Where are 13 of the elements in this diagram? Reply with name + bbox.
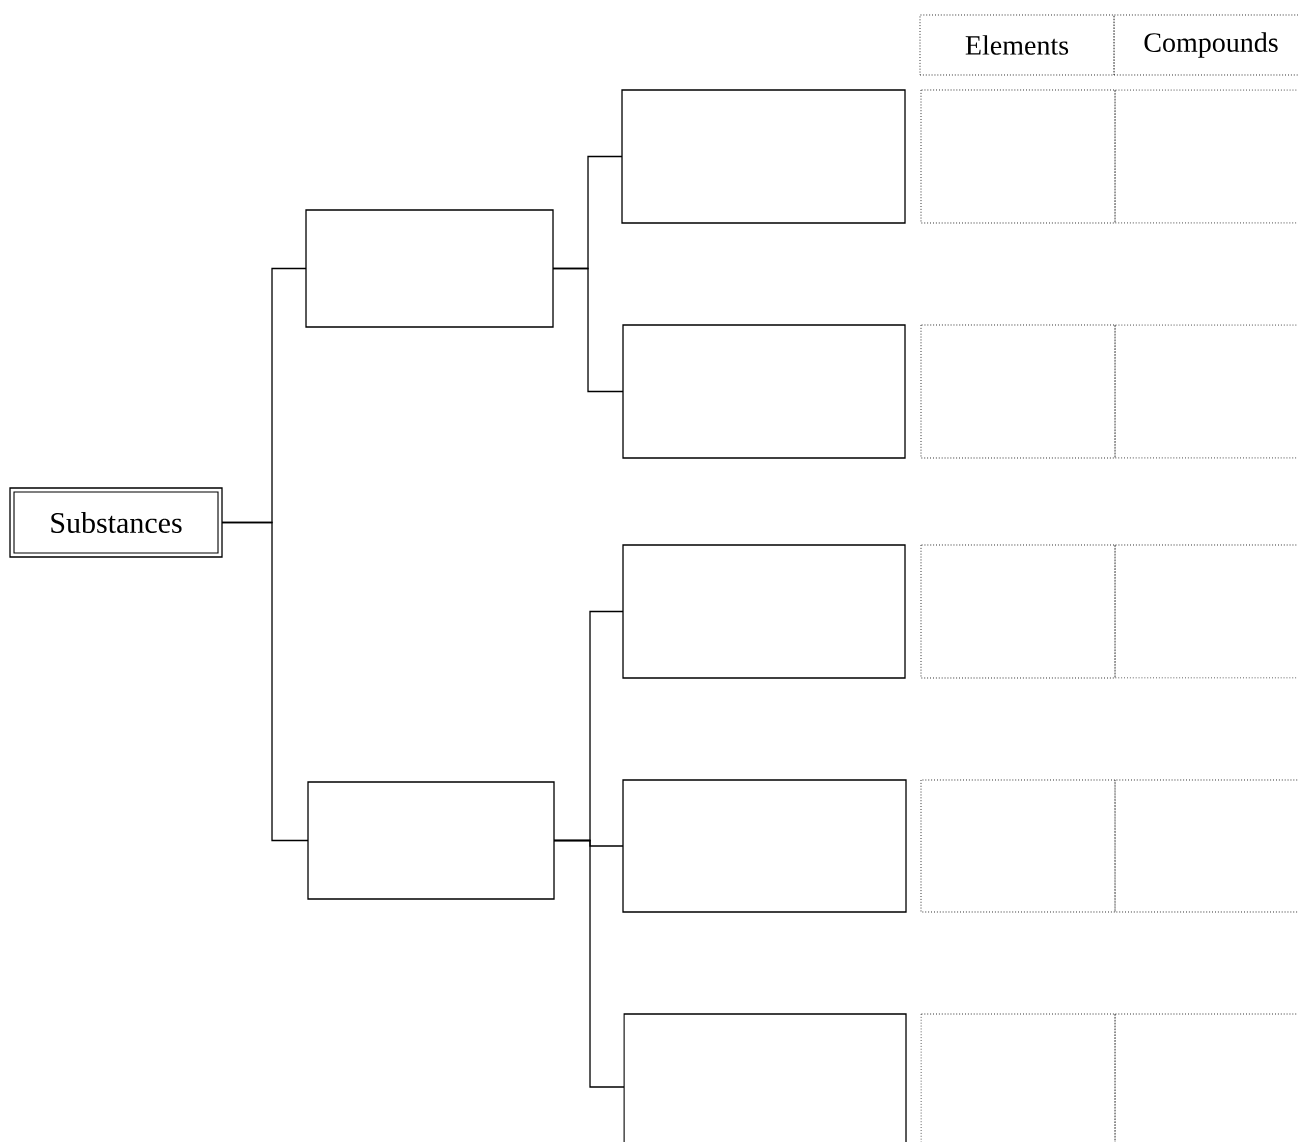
empty-box <box>307 781 555 900</box>
connector <box>221 521 309 842</box>
title-box: Substances <box>9 487 223 558</box>
table-header-cell: Elements <box>919 14 1115 76</box>
empty-box <box>305 209 554 328</box>
empty-box <box>622 544 906 679</box>
empty-box <box>622 779 907 913</box>
empty-box <box>623 1013 907 1142</box>
empty-box <box>621 89 906 224</box>
table-header-cell: Compounds <box>1113 14 1298 76</box>
connector <box>553 839 625 1088</box>
connector <box>552 267 624 393</box>
empty-box <box>622 324 906 459</box>
